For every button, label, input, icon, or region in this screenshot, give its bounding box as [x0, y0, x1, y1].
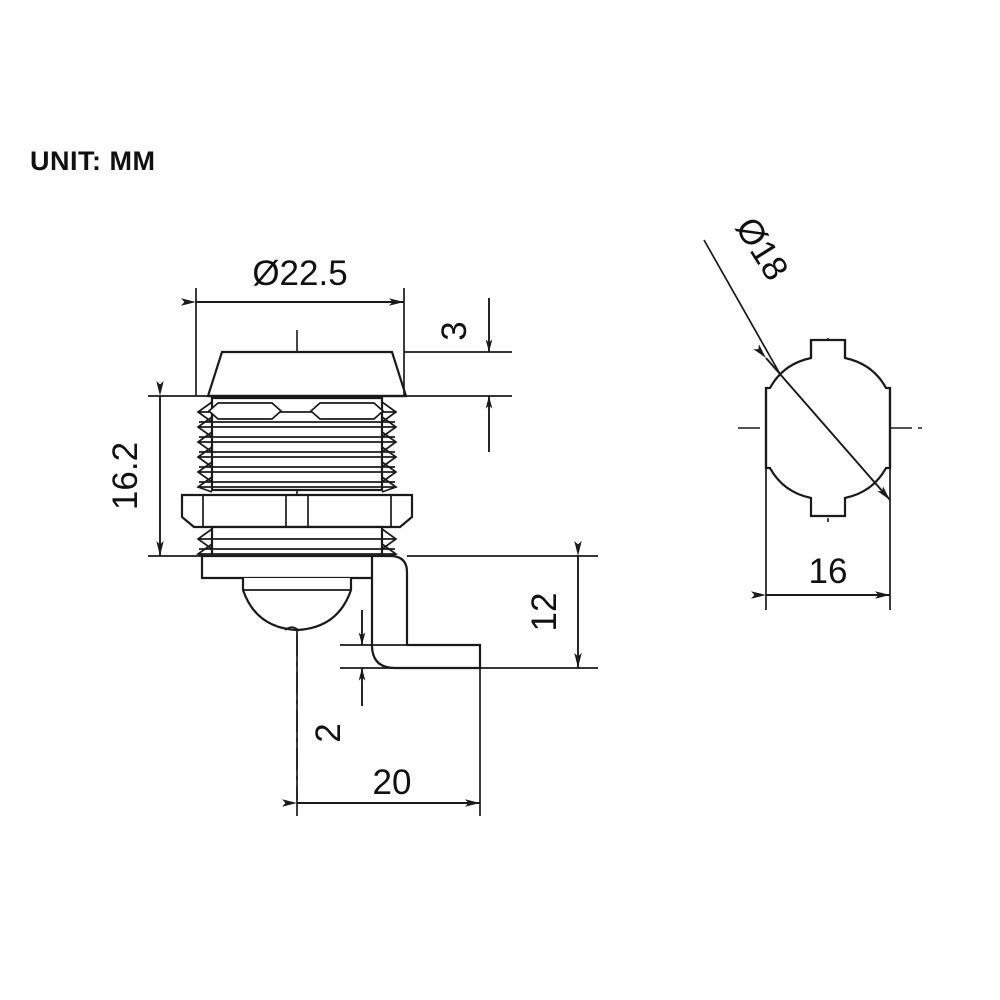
- bottom-dome-boss: [241, 578, 353, 632]
- cam-arm: [370, 554, 482, 670]
- dim-label-barrel-length: 16.2: [106, 442, 145, 510]
- dim-label-cam-thickness: 2: [309, 723, 348, 742]
- leader-line-disc-diameter: [703, 239, 781, 375]
- cam-base-plate: [200, 554, 394, 580]
- dimension-disc-width: 16: [751, 468, 891, 610]
- upper-thread-stack: [196, 396, 398, 493]
- dim-label-disc-width: 16: [809, 552, 848, 591]
- head-cone-profile: [206, 350, 408, 398]
- dimension-barrel-length: 16.2: [106, 381, 212, 557]
- nut-outer-profile: [180, 493, 414, 529]
- dimension-cam-drop: 12: [407, 541, 598, 669]
- dimension-cam-reach: 20: [282, 630, 481, 816]
- front-section-view: [180, 330, 482, 800]
- dim-label-cam-reach: 20: [373, 763, 412, 802]
- dome-tip-notch: [284, 626, 300, 632]
- dimension-head-diameter: Ø22.5: [181, 254, 405, 396]
- dimension-cam-thickness: 2: [309, 610, 407, 743]
- cam-arm-profile: [370, 554, 482, 670]
- dim-label-cam-drop: 12: [525, 593, 564, 632]
- lower-barrel-body: [210, 525, 384, 558]
- dim-label-disc-diameter: Ø18: [728, 211, 796, 288]
- barrel-slot-left: [207, 402, 283, 420]
- dimension-head-height: 3: [404, 298, 512, 452]
- dim-diagonal-disc-diameter: [753, 344, 891, 501]
- upper-thread-crests: [196, 401, 398, 493]
- dim-label-head-height: 3: [435, 321, 474, 340]
- hex-nut-band: [180, 493, 414, 529]
- unit-note: UNIT: MM: [30, 146, 155, 176]
- lower-thread-roots: [199, 538, 395, 555]
- lower-thread-stack: [196, 525, 398, 559]
- dim-label-head-diameter: Ø22.5: [252, 254, 347, 293]
- barrel-slot-right: [309, 402, 385, 420]
